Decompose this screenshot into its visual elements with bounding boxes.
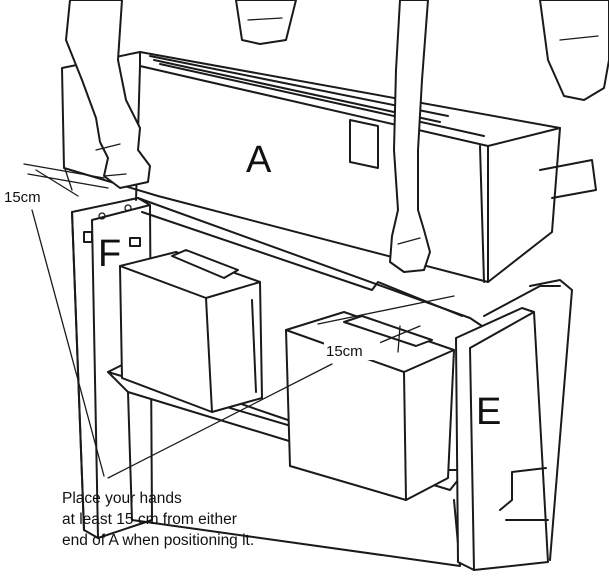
label-dim-right: 15cm [326, 343, 363, 360]
label-part-f: F [98, 233, 121, 275]
caption-line-2: at least 15 cm from either [62, 511, 237, 528]
caption-line-1: Place your hands [62, 490, 182, 507]
label-part-e: E [476, 391, 501, 433]
label-dim-left: 15cm [4, 189, 41, 206]
instruction-caption: Place your hands at least 15 cm from eit… [62, 488, 382, 551]
right-hand-arm [389, 0, 431, 273]
left-hand-arm [65, 0, 151, 189]
left-dimension [23, 163, 109, 197]
label-part-a: A [246, 139, 272, 181]
caption-line-3: end of A when positioning it. [62, 532, 255, 549]
left-speaker-box [119, 249, 263, 413]
caption-leader-lines [31, 209, 333, 479]
keyboard-body-a [61, 51, 597, 283]
background-figure-arms [235, 0, 609, 101]
